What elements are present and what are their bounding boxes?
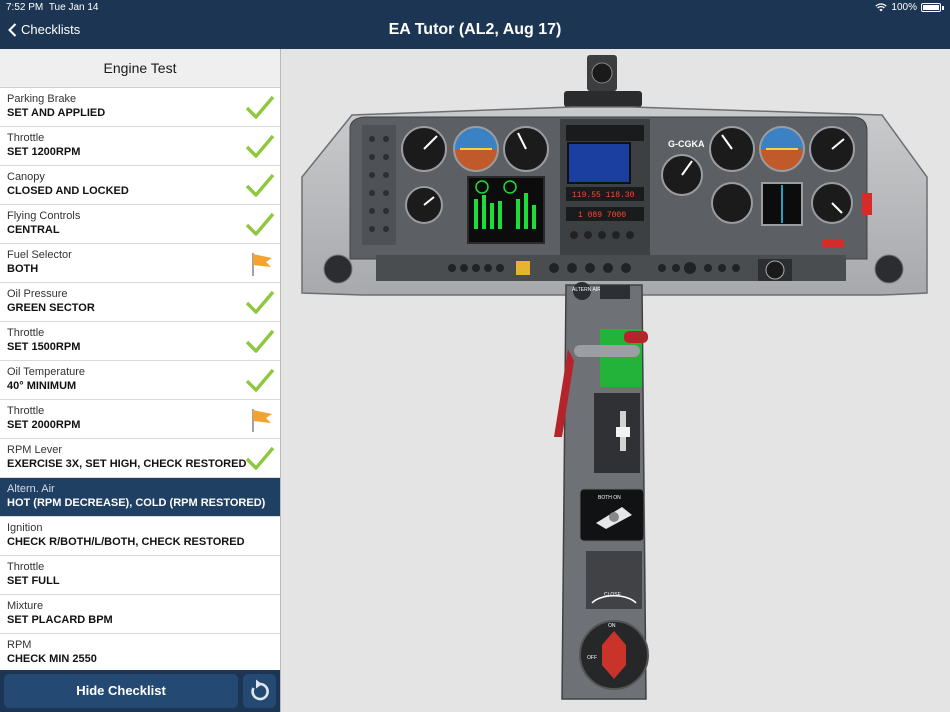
checklist-item-label: Throttle (7, 327, 45, 339)
battery-percent: 100% (891, 2, 917, 13)
checklist-item-label: Fuel Selector (7, 249, 72, 261)
status-time: 7:52 PM Tue Jan 14 (6, 2, 98, 13)
svg-text:119.55 118.30: 119.55 118.30 (572, 191, 635, 200)
checklist-item-action: CHECK R/BOTH/L/BOTH, CHECK RESTORED (7, 536, 245, 548)
checklist-item-label: Mixture (7, 600, 44, 612)
checklist-footer: Hide Checklist (0, 670, 280, 712)
checklist-item-label: Oil Temperature (7, 366, 86, 378)
ignition-on-label: ON (608, 623, 616, 629)
battery-icon (921, 3, 941, 12)
alternate-air-label: ALTERN AIR (572, 287, 601, 293)
refresh-icon (251, 679, 269, 701)
mixture-lever (624, 331, 648, 343)
checklist-item-action: EXERCISE 3X, SET HIGH, CHECK RESTORED (7, 458, 247, 470)
checklist-item-label: Altern. Air (7, 483, 55, 495)
checkmark-icon (245, 173, 275, 197)
throttle-lever (554, 349, 574, 437)
checklist-item[interactable]: Oil Temperature 40° MINIMUM (0, 361, 280, 400)
checkmark-icon (245, 290, 275, 314)
checklist-item-action: SET 2000RPM (7, 419, 81, 431)
battery-tip (942, 5, 944, 10)
alternate-air-knob (573, 282, 591, 300)
checklist-item-label: RPM Lever (7, 444, 63, 456)
checklist-item-action: CENTRAL (7, 224, 60, 236)
flag-icon (252, 409, 272, 432)
checklist-item-label: RPM (7, 639, 32, 651)
hide-checklist-button[interactable]: Hide Checklist (4, 674, 238, 708)
checklist-item-action: CLOSED AND LOCKED (7, 185, 129, 197)
cockpit-illustration: 119.55 118.30 1 089 7000 G-CGKA (301, 55, 928, 700)
status-indicators: 100% (875, 2, 944, 13)
checklist-item[interactable]: RPM CHECK MIN 2550 (0, 634, 280, 673)
engine-display (467, 176, 545, 244)
checklist-item-action: SET 1200RPM (7, 146, 81, 158)
checkmark-icon (245, 95, 275, 119)
checklist-item-label: Throttle (7, 132, 45, 144)
checklist-item-action: HOT (RPM DECREASE), COLD (RPM RESTORED) (7, 497, 266, 509)
annunciator-strip (564, 91, 642, 107)
checklist-item-label: Ignition (7, 522, 43, 534)
checklist-item-action: BOTH (7, 263, 39, 275)
checklist-item-action: SET 1500RPM (7, 341, 81, 353)
checklist-item-label: Parking Brake (7, 93, 77, 105)
fuel-selector-label: BOTH ON (598, 495, 621, 501)
checkmark-icon (245, 134, 275, 158)
checklist-item-label: Oil Pressure (7, 288, 68, 300)
reset-button[interactable] (243, 674, 276, 708)
cockpit-panel: 119.55 118.30 1 089 7000 G-CGKA (282, 49, 950, 712)
checkmark-icon (245, 368, 275, 392)
gps-display (567, 142, 631, 184)
right-air-vent (874, 254, 904, 284)
checklist-item-action: 40° MINIMUM (7, 380, 77, 392)
checklist-item-action: SET AND APPLIED (7, 107, 106, 119)
right-gauges (661, 126, 855, 226)
status-date: Tue Jan 14 (48, 2, 99, 13)
left-switch-bank (362, 125, 396, 245)
status-clock: 7:52 PM (6, 2, 44, 13)
left-air-vent (323, 254, 353, 284)
page-title: EA Tutor (AL2, Aug 17) (388, 21, 562, 38)
checklist-item-action: SET PLACARD BPM (7, 614, 113, 626)
checklist-title: Engine Test (0, 49, 280, 88)
checkmark-icon (245, 446, 275, 470)
checkmark-icon (245, 212, 275, 236)
compass-icon (591, 62, 613, 84)
master-switch (862, 193, 872, 215)
checklist-item-action: GREEN SECTOR (7, 302, 95, 314)
back-button[interactable]: Checklists (8, 22, 80, 37)
svg-text:1 089 7000: 1 089 7000 (578, 211, 626, 220)
checklist-item-action: CHECK MIN 2550 (7, 653, 97, 665)
flag-icon (252, 253, 272, 276)
checkmark-icon (245, 329, 275, 353)
checklist-item-label: Flying Controls (7, 210, 81, 222)
chevron-left-icon (8, 22, 17, 37)
registration-placard: G-CGKA (668, 139, 705, 149)
top-bar: 7:52 PM Tue Jan 14 100% Checklists EA Tu… (0, 0, 950, 49)
back-label: Checklists (21, 22, 81, 37)
ignition-off-label: OFF (587, 655, 597, 661)
checklist-item-label: Canopy (7, 171, 45, 183)
checklist-item-label: Throttle (7, 405, 45, 417)
checklist-item-label: Throttle (7, 561, 45, 573)
ignition-knob (602, 631, 626, 679)
canopy-close-label: CLOSE (604, 592, 622, 598)
checklist-item-action: SET FULL (7, 575, 60, 587)
wifi-icon (875, 3, 888, 12)
left-gauges (401, 126, 549, 224)
